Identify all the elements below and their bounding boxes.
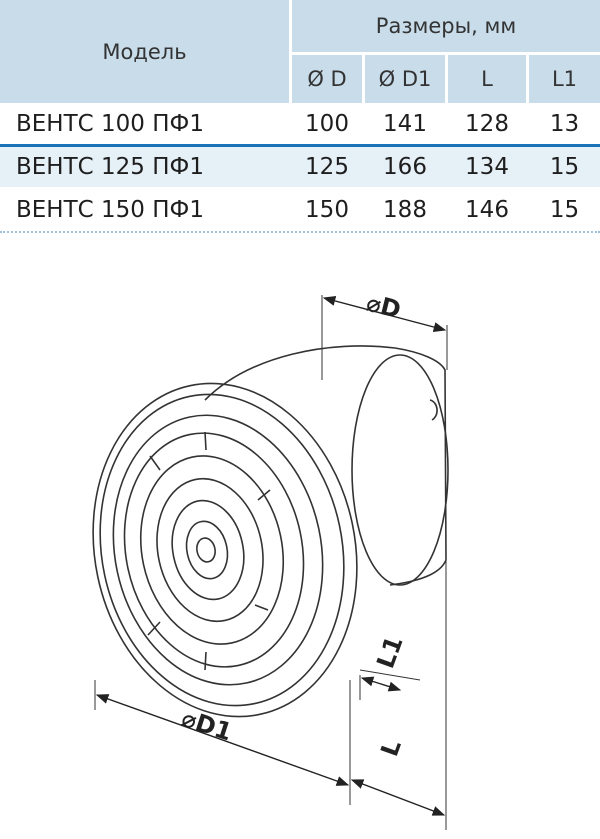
table-row: ВЕНТС 100 ПФ1 100 141 128 13 <box>0 104 600 144</box>
value-d: 150 <box>305 197 349 223</box>
value-l: 128 <box>465 111 509 137</box>
value-l: 134 <box>465 154 509 180</box>
column-header-d: Ø D <box>292 55 362 103</box>
grille-ring-5 <box>185 520 229 580</box>
grille-ring-4 <box>171 499 245 601</box>
column-header-l: L <box>448 55 526 103</box>
model-name: ВЕНТС 150 ПФ1 <box>16 197 204 223</box>
value-l: 146 <box>465 197 509 223</box>
dimension-line-l <box>350 779 446 816</box>
dimension-line-d1 <box>95 694 350 786</box>
label-d: ⌀D <box>364 289 404 324</box>
value-d1: 188 <box>383 197 427 223</box>
grille-ring-1 <box>123 432 305 668</box>
dimensions-header-label: Размеры, мм <box>375 14 517 38</box>
flange-step <box>112 414 324 686</box>
fan-technical-drawing: ⌀D ⌀D1 L L1 <box>92 289 449 830</box>
value-l1: 13 <box>549 111 580 137</box>
label-l: L <box>375 736 407 760</box>
value-l1: 15 <box>549 154 580 180</box>
dimension-line-d <box>322 296 447 332</box>
dimensions-group-header: Размеры, мм <box>292 0 600 52</box>
value-d: 125 <box>305 154 349 180</box>
model-column-header: Модель <box>0 0 289 103</box>
flange-inner-edge <box>99 393 345 707</box>
model-header-label: Модель <box>102 39 187 64</box>
duct-cylinder <box>204 345 447 586</box>
grille-ring-2 <box>139 455 285 645</box>
duct-notch <box>429 399 438 421</box>
label-d1: ⌀D1 <box>178 704 235 746</box>
fan-dimension-drawing: ⌀D ⌀D1 L L1 <box>0 260 600 835</box>
value-l1: 15 <box>549 197 580 223</box>
grille-hub <box>196 537 216 563</box>
value-d: 100 <box>305 111 349 137</box>
model-name: ВЕНТС 100 ПФ1 <box>16 111 204 137</box>
header-separator <box>0 144 600 147</box>
column-header-d-label: Ø D <box>307 67 347 91</box>
column-header-l1-label: L1 <box>551 67 578 91</box>
model-name: ВЕНТС 125 ПФ1 <box>16 154 204 180</box>
value-d1: 166 <box>383 154 427 180</box>
value-d1: 141 <box>383 111 427 137</box>
column-header-d1-label: Ø D1 <box>378 67 432 91</box>
duct-rim <box>351 354 449 586</box>
column-header-l1: L1 <box>529 55 600 103</box>
table-row: ВЕНТС 125 ПФ1 125 166 134 15 <box>0 147 600 187</box>
column-header-d1: Ø D1 <box>365 55 445 103</box>
grille-ring-3 <box>156 477 264 623</box>
label-l1: L1 <box>371 632 408 672</box>
dimension-line-l1 <box>360 676 402 692</box>
table-row: ВЕНТС 150 ПФ1 150 188 146 15 <box>0 190 600 230</box>
grille-spokes <box>147 431 271 671</box>
column-header-l-label: L <box>481 67 493 91</box>
table-bottom-border <box>0 231 600 233</box>
